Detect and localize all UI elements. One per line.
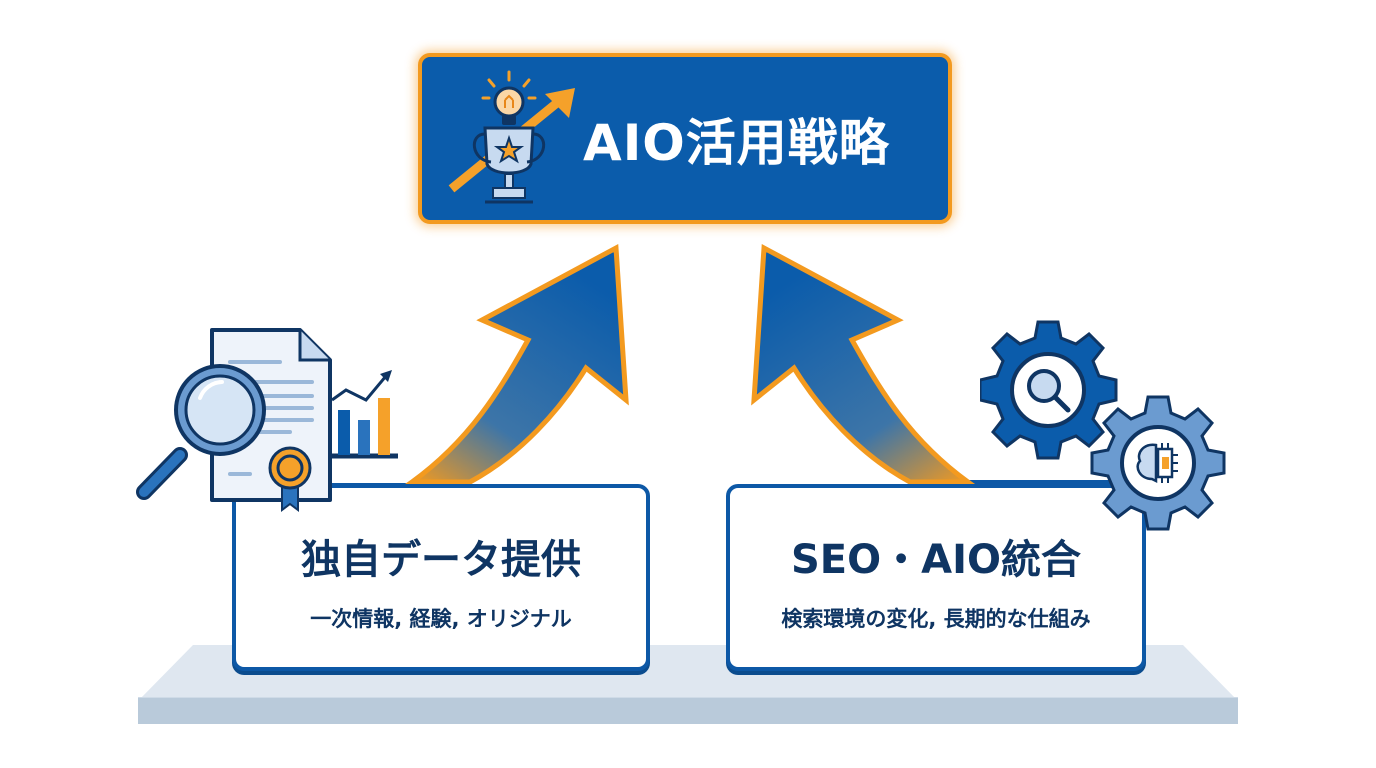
award-badge-icon [268, 446, 312, 512]
pillar-title: 独自データ提供 [301, 537, 581, 583]
pillar-card-seo-aio-integration: SEO・AIO統合 検索環境の変化, 長期的な仕組み [726, 484, 1146, 671]
gear-ai-brain-icon [1090, 395, 1226, 531]
gear-search-icon [980, 320, 1118, 460]
magnifier-icon [136, 364, 266, 500]
pillar-subtitle: 一次情報, 経験, オリジナル [310, 607, 572, 631]
page-title: AIO活用戦略 [583, 114, 890, 172]
bar-chart-icon [330, 370, 398, 459]
arrow-left-icon [404, 243, 629, 485]
pillar-card-original-data: 独自データ提供 一次情報, 経験, オリジナル [232, 484, 650, 671]
gears-search-ai-icon [980, 320, 1226, 531]
trophy-lightbulb-growth-icon [448, 70, 575, 204]
pillar-title: SEO・AIO統合 [791, 537, 1081, 583]
arrow-right-icon [751, 243, 976, 485]
pillar-subtitle: 検索環境の変化, 長期的な仕組み [781, 607, 1091, 631]
platform-base-front [138, 697, 1238, 724]
arrows-group [404, 243, 976, 485]
document-magnifier-chart-badge-icon [136, 328, 398, 512]
